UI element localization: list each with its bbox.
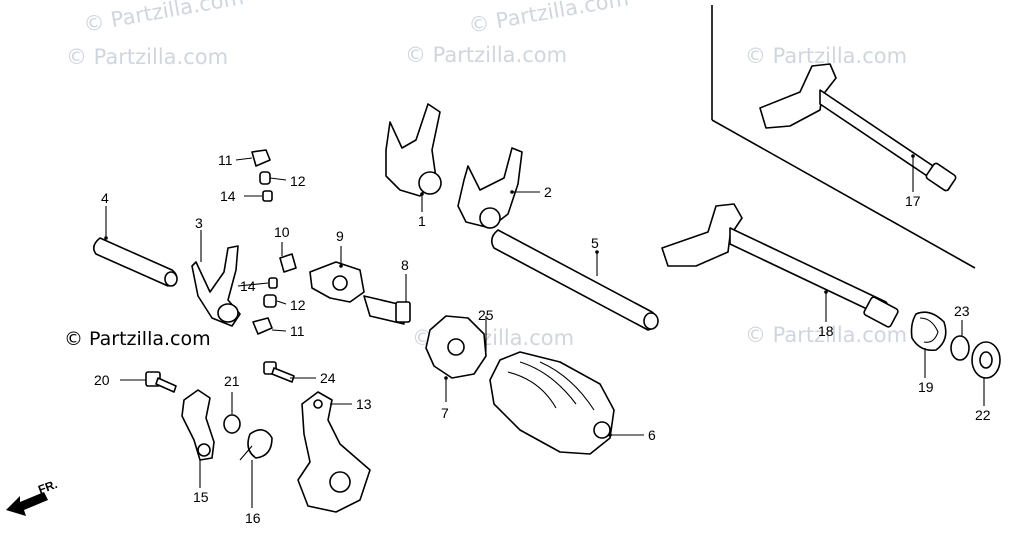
callout-21[interactable]: 21 [224, 373, 240, 389]
part-12-lower-spring[interactable] [263, 294, 277, 308]
part-20-bolt[interactable] [145, 371, 177, 393]
part-14-upper-pin[interactable] [262, 190, 273, 202]
callout-6[interactable]: 6 [648, 427, 656, 443]
part-16-spring[interactable] [239, 429, 273, 461]
callout-16[interactable]: 16 [245, 510, 261, 526]
part-11-upper-cap[interactable] [251, 149, 271, 167]
callout-25[interactable]: 25 [478, 307, 494, 323]
callout-1[interactable]: 1 [418, 213, 426, 229]
callout-12-lower[interactable]: 12 [290, 297, 306, 313]
front-label: FR. [36, 477, 59, 497]
callout-10[interactable]: 10 [274, 224, 290, 240]
callout-9[interactable]: 9 [336, 228, 344, 244]
part-23-washer[interactable] [950, 335, 970, 361]
watermark-layer: © Partzilla.com © Partzilla.com © Partzi… [64, 0, 907, 350]
callout-2[interactable]: 2 [544, 184, 552, 200]
part-10-collar[interactable] [279, 253, 297, 273]
front-direction-indicator: FR. [6, 477, 59, 516]
part-7-star-gear[interactable] [425, 315, 487, 379]
watermark: © Partzilla.com [745, 323, 907, 347]
callout-17[interactable]: 17 [905, 193, 921, 209]
callout-11-lower[interactable]: 11 [290, 323, 305, 339]
callout-11-upper[interactable]: 11 [218, 152, 233, 168]
callout-23[interactable]: 23 [954, 303, 970, 319]
part-22-washer[interactable] [971, 341, 1001, 379]
watermark: © Partzilla.com [82, 0, 246, 37]
callout-14-lower[interactable]: 14 [240, 278, 256, 294]
inset-frame [711, 5, 976, 269]
callout-8[interactable]: 8 [401, 257, 409, 273]
watermark: © Partzilla.com [467, 0, 631, 38]
callout-19[interactable]: 19 [918, 379, 934, 395]
part-8-bolt[interactable] [363, 295, 411, 325]
watermark-dark: © Partzilla.com [64, 328, 211, 350]
part-12-upper-spring[interactable] [259, 171, 271, 185]
watermark: © Partzilla.com [66, 45, 228, 69]
part-1-shift-fork[interactable] [385, 103, 442, 197]
callout-13[interactable]: 13 [356, 396, 372, 412]
part-17-shift-spindle[interactable] [759, 63, 957, 192]
part-4-pin[interactable] [92, 237, 178, 287]
front-arrow-icon [6, 492, 48, 516]
callout-14-upper[interactable]: 14 [220, 188, 236, 204]
callout-15[interactable]: 15 [193, 489, 209, 505]
part-2-shift-fork[interactable] [457, 147, 523, 229]
part-5-shaft[interactable] [490, 229, 659, 331]
part-15-stopper-arm[interactable] [181, 389, 215, 461]
callout-12-upper[interactable]: 12 [290, 173, 306, 189]
callout-20[interactable]: 20 [94, 372, 110, 388]
part-11-lower-cap[interactable] [252, 317, 273, 335]
part-3-shift-fork[interactable] [191, 245, 241, 327]
callout-18[interactable]: 18 [818, 323, 834, 339]
part-13-plate[interactable] [297, 391, 371, 513]
part-19-spring[interactable] [910, 311, 947, 352]
callout-4[interactable]: 4 [101, 190, 109, 206]
leader-lines [104, 154, 985, 508]
callout-5[interactable]: 5 [591, 235, 599, 251]
part-24-bolt[interactable] [263, 361, 295, 383]
watermark: © Partzilla.com [405, 43, 567, 67]
callout-24[interactable]: 24 [320, 370, 336, 386]
part-14-lower-pin[interactable] [268, 277, 278, 289]
part-18-shift-spindle[interactable] [661, 203, 899, 328]
part-21-collar[interactable] [223, 414, 241, 434]
callout-labels: 4 3 11 12 14 14 12 11 10 9 8 1 2 5 25 7 … [94, 152, 991, 526]
callout-22[interactable]: 22 [975, 407, 991, 423]
part-6-shift-drum[interactable] [489, 351, 615, 455]
callout-7[interactable]: 7 [441, 405, 449, 421]
callout-3[interactable]: 3 [195, 215, 203, 231]
part-9-drum-center[interactable] [309, 261, 365, 303]
